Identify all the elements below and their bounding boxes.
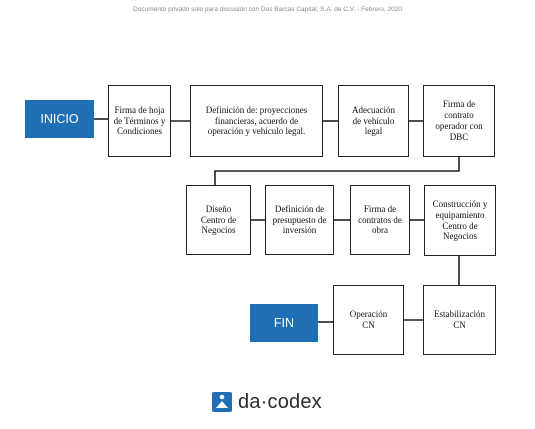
step-design-business-center: Diseño Centro de Negocios xyxy=(186,185,251,255)
step-sign-operator-contract: Firma de contrato operador con DBC xyxy=(423,85,495,157)
step-define-projections: Definición de: proyecciones financieras,… xyxy=(190,85,323,157)
step-sign-term-sheet: Firma de hoja de Términos y Condiciones xyxy=(108,85,171,157)
step-operation: Operación CN xyxy=(333,285,404,355)
step-define-investment-budget: Definición de presupuesto de inversión xyxy=(265,185,334,255)
step-sign-construction-contracts: Firma de contratos de obra xyxy=(350,185,410,255)
step-adapt-legal-vehicle: Adecuación de vehículo legal xyxy=(338,85,409,157)
step-stabilization: Estabilización CN xyxy=(423,285,496,355)
dacodex-logo: da·codex xyxy=(212,390,322,414)
step-construction-equipment: Construcción y equipamiento Centro de Ne… xyxy=(424,185,496,256)
document-disclaimer: Documento privado solo para discusión co… xyxy=(133,6,402,13)
start-terminal: INICIO xyxy=(25,100,94,138)
end-terminal: FIN xyxy=(250,304,318,342)
dacodex-logo-icon xyxy=(212,392,232,412)
dacodex-logo-text: da·codex xyxy=(238,390,322,413)
connector-step-4-to-row-2 xyxy=(214,157,460,185)
